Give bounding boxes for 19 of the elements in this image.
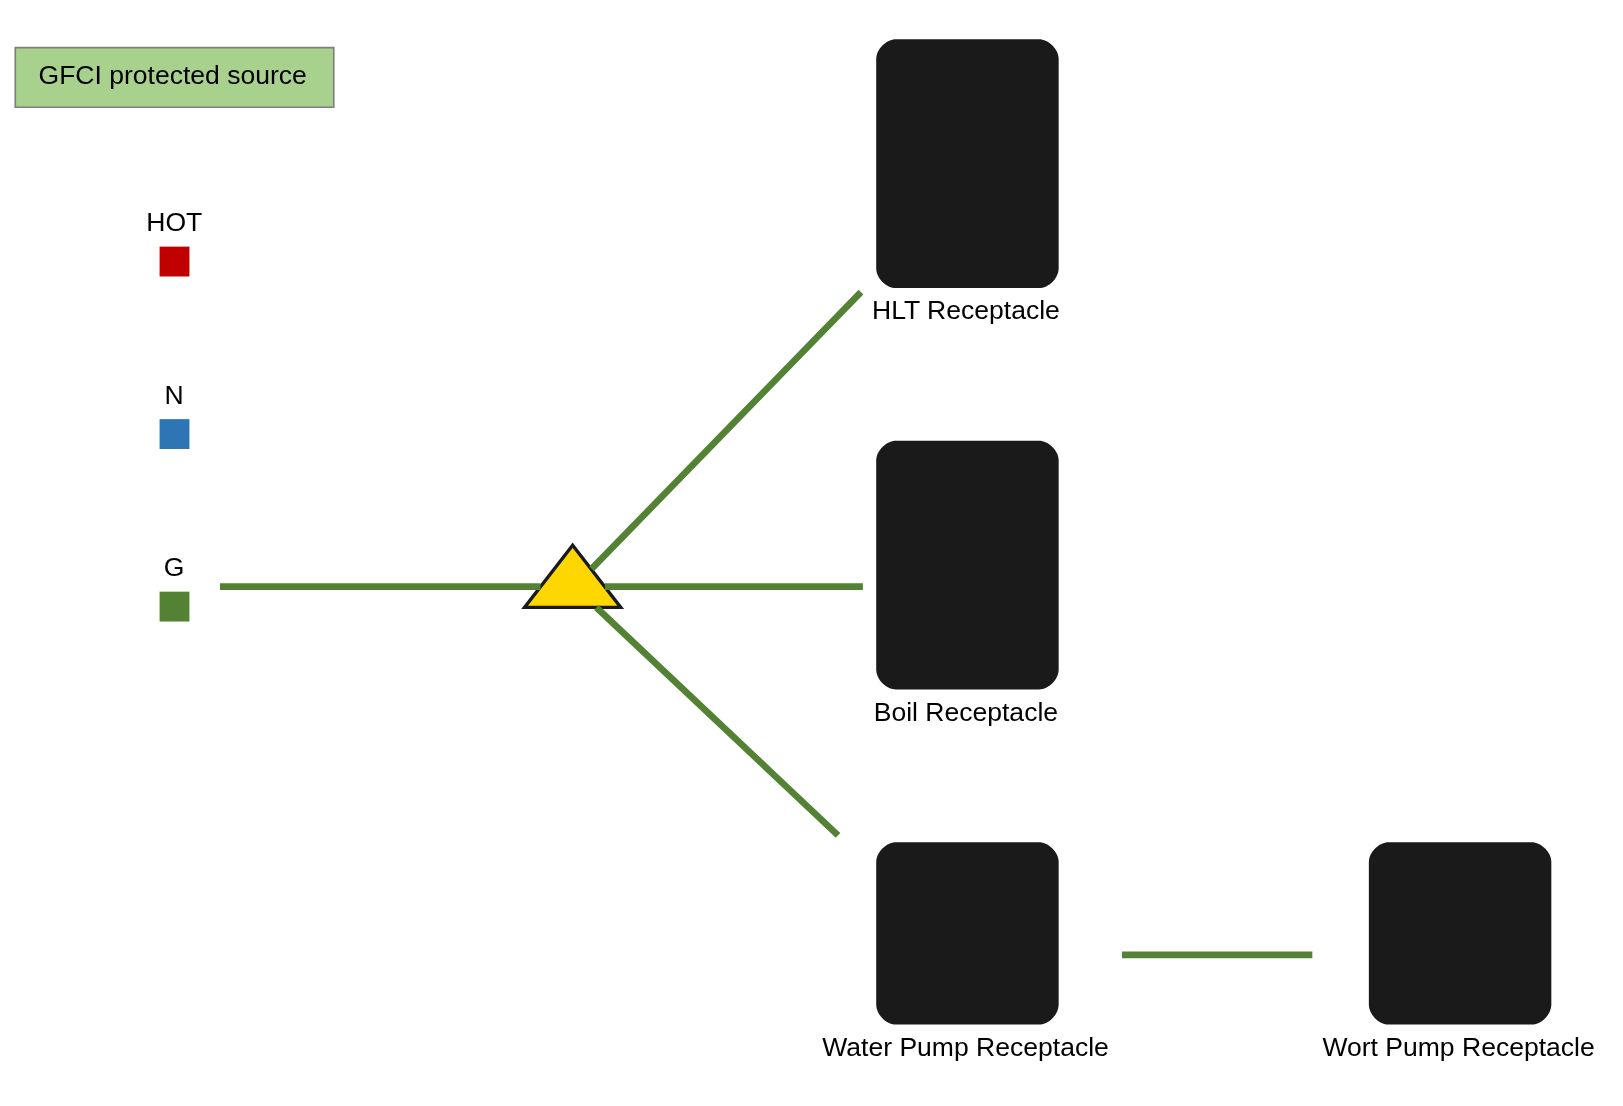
- node-box: GFCI protected source: [14, 46, 335, 108]
- node-box: [159, 591, 190, 621]
- node-label: N: [164, 379, 184, 410]
- node-box: [1368, 841, 1552, 1025]
- node-box: [876, 440, 1059, 689]
- node-box: [876, 38, 1059, 288]
- connector: [219, 582, 541, 590]
- connector: [589, 289, 864, 571]
- node-triangle: [521, 542, 625, 609]
- node-box: [159, 246, 190, 276]
- connector: [594, 604, 841, 838]
- node-box: [876, 841, 1059, 1025]
- node-label: Water Pump Receptacle: [822, 1031, 1109, 1062]
- node-label: Wort Pump Receptacle: [1322, 1031, 1595, 1062]
- node-label: G: [163, 551, 185, 582]
- node-label: Boil Receptacle: [873, 696, 1059, 727]
- node-box: [159, 418, 190, 449]
- node-label: HLT Receptacle: [872, 294, 1060, 325]
- node-label: HOT: [146, 206, 203, 237]
